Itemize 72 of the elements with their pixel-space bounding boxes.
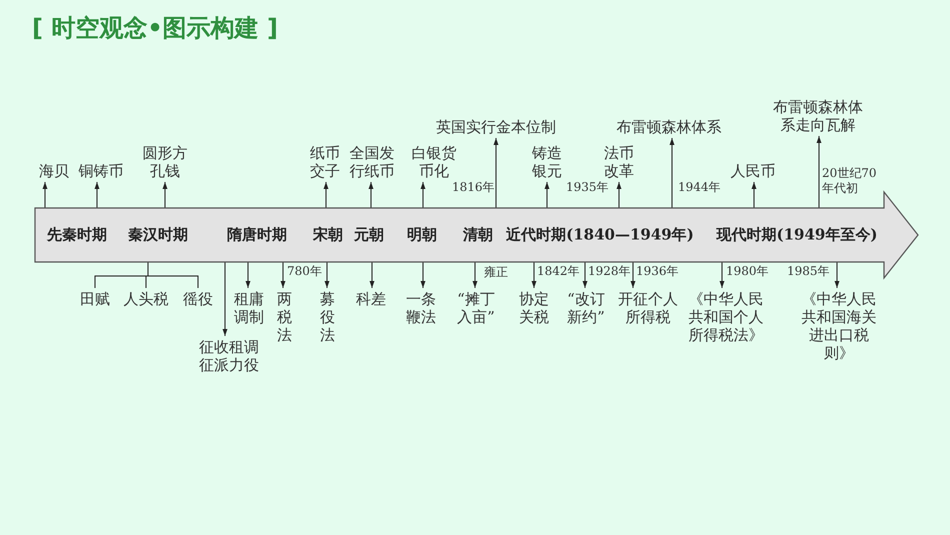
currency-event-label: 英国实行金本位制 [428,118,564,136]
edge-label: 1842年 [537,264,580,278]
edge-label: 780年 [287,264,322,278]
tax-event-label: “摊丁入亩” [452,290,500,326]
edge-label: 1936年 [636,264,679,278]
edge-label: 20世纪70年代初 [822,166,878,196]
arrow [222,262,228,336]
tax-event-label: 徭役 [180,290,216,308]
tax-event-label: 人头税 [120,290,172,308]
tax-event-label: 《中华人民共和国个人所得税法》 [686,290,766,344]
currency-event-label: 法币改革 [600,144,638,180]
currency-event-label: 全国发行纸币 [346,144,398,180]
currency-event-label: 布雷顿森林体系走向瓦解 [766,98,870,134]
arrow [532,262,536,288]
arrow [630,262,636,288]
period-label: 现代时期(1949年至今) [716,226,878,244]
arrow [324,262,330,288]
arrow [246,262,250,288]
arrow [420,262,426,288]
title: [ 时空观念•图示构建 ] [32,13,278,44]
tax-event-label: 两税法 [276,290,293,344]
arrow [280,262,286,288]
tax-event-label: “改订新约” [562,290,610,326]
currency-event-label: 铸造银元 [528,144,566,180]
tax-event-label: 科差 [353,290,389,308]
tax-event-label: 开征个人所得税 [614,290,682,326]
arrow [616,182,622,208]
currency-event-label: 人民币 [727,162,779,180]
arrow [494,138,498,208]
period-label: 隋唐时期 [227,226,287,244]
period-label: 秦汉时期 [128,226,188,244]
tax-event-label: 田赋 [78,290,112,308]
arrow [472,262,478,288]
edge-label: 1928年 [588,264,631,278]
arrow [94,182,100,208]
currency-event-label: 海贝 [32,162,76,180]
tax-event-label: 协定关税 [516,290,552,326]
arrow [162,182,168,208]
currency-event-label: 铜铸币 [76,162,126,180]
edge-label: 1985年 [787,264,830,278]
arrow [544,182,550,208]
tax-event-label: 募役法 [319,290,336,344]
tax-event-label: 征收租调征派力役 [194,338,264,374]
arrow [582,262,588,288]
arrow [324,182,328,208]
edge-label: 1944年 [678,180,721,194]
arrow [752,182,756,208]
arrow [834,262,840,288]
arrow [368,182,374,208]
period-label: 清朝 [463,226,493,244]
arrow [816,136,822,208]
arrow [720,262,724,288]
currency-event-label: 布雷顿森林体系 [608,118,730,136]
tax-event-label: 租庸调制 [231,290,267,326]
arrow [420,182,426,208]
period-label: 元朝 [354,226,384,244]
edge-label: 1816年 [452,180,495,194]
period-label: 宋朝 [313,226,343,244]
tax-event-label: 一条鞭法 [403,290,439,326]
period-label: 明朝 [407,226,437,244]
arrow [670,138,674,208]
arrow [370,262,374,288]
edge-label: 1935年 [566,180,609,194]
currency-event-label: 纸币交子 [306,144,344,180]
edge-label: 1980年 [726,264,769,278]
currency-event-label: 圆形方孔钱 [140,144,190,180]
currency-event-label: 白银货币化 [408,144,460,180]
period-label: 近代时期(1840—1949年) [506,226,694,244]
tax-event-label: 《中华人民共和国海关进出口税则》 [798,290,880,362]
period-label: 先秦时期 [47,226,107,244]
arrow [42,182,48,208]
edge-label: 雍正 [484,265,508,279]
